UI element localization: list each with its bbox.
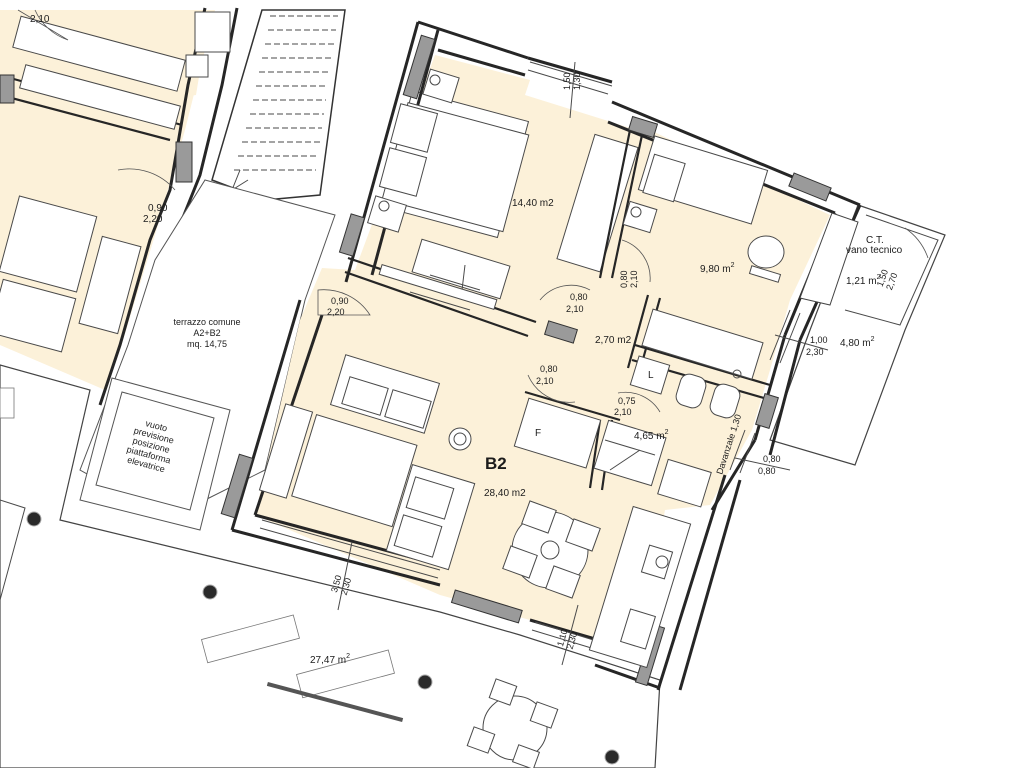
svg-text:0,80: 0,80 — [763, 454, 781, 464]
room-area-terrace: 27,47 m2 — [310, 653, 350, 666]
room-area-bathroom: 4,65 m2 — [634, 429, 669, 442]
svg-text:0,80: 0,80 — [540, 364, 558, 374]
svg-text:2,10: 2,10 — [629, 270, 639, 288]
common-terrace-units: A2+B2 — [193, 328, 220, 338]
svg-text:1,00: 1,00 — [810, 335, 828, 345]
dim-bedroom2-door: 0,80 2,10 — [619, 270, 639, 288]
svg-text:2,20: 2,20 — [143, 214, 163, 225]
svg-text:1,50: 1,50 — [562, 72, 572, 90]
svg-text:0,80: 0,80 — [758, 466, 776, 476]
laundry-label: L — [648, 370, 654, 381]
lamp-icon — [604, 749, 620, 765]
lamp-icon — [202, 584, 218, 600]
dining-table — [502, 500, 601, 599]
room-area-technical: 1,21 m2 — [846, 274, 881, 287]
lift-void: vuoto previsione posizione piattaforma e… — [79, 377, 231, 531]
svg-text:0,80: 0,80 — [570, 292, 588, 302]
room-area-balcony: 4,80 m2 — [840, 336, 875, 349]
dim-left-door: 0,90 2,20 — [143, 203, 168, 225]
room-area-bedroom-main: 14,40 m2 — [512, 198, 554, 209]
dim-bathroom-window: 0,80 0,80 — [758, 454, 781, 476]
svg-text:1,30: 1,30 — [572, 72, 582, 90]
stairs — [211, 9, 346, 201]
lamp-icon — [26, 511, 42, 527]
room-area-bedroom-second: 9,80 m2 — [700, 262, 735, 275]
technical-room-title: C.T. — [866, 235, 884, 246]
svg-text:2,10: 2,10 — [614, 407, 632, 417]
outdoor-table — [466, 678, 559, 768]
svg-text:0,90: 0,90 — [148, 203, 168, 214]
svg-text:1,10: 1,10 — [555, 628, 569, 648]
room-labels: 14,40 m2 9,80 m2 2,70 m2 4,65 m2 B2 28,4… — [484, 198, 735, 499]
common-terrace-area: mq. 14,75 — [187, 339, 227, 349]
armchair — [385, 463, 476, 571]
sofa — [329, 354, 441, 434]
svg-text:0,90: 0,90 — [331, 296, 349, 306]
svg-text:2,30: 2,30 — [565, 631, 579, 651]
bottom-terrace: 27,47 m2 — [0, 364, 661, 768]
wardrobe-label: F — [535, 428, 541, 439]
svg-text:3,50: 3,50 — [329, 574, 343, 594]
dim-hall-door: 0,80 2,10 — [536, 364, 558, 386]
svg-text:2,10: 2,10 — [566, 304, 584, 314]
room-area-living: 28,40 m2 — [484, 488, 526, 499]
kitchen — [588, 505, 692, 669]
door-swings — [317, 239, 661, 413]
technical-room-subtitle: vano tecnico — [846, 245, 903, 256]
unit-name: B2 — [485, 454, 507, 473]
furniture: L F — [258, 68, 785, 669]
dim-top-left-door: 2,10 — [30, 14, 50, 25]
dim-entry-door: 0,90 2,20 — [327, 296, 349, 317]
common-terrace-label: terrazzo comune — [173, 317, 240, 327]
right-balcony: 4,80 m2 — [769, 204, 946, 466]
technical-room: C.T. vano tecnico 1,21 m2 — [799, 212, 903, 306]
double-bed — [378, 102, 530, 233]
dim-living-window-right: 1,10 2,30 — [555, 628, 579, 650]
svg-text:2,10: 2,10 — [536, 376, 554, 386]
dim-bedroom1-door: 0,80 2,10 — [566, 292, 588, 314]
svg-text:0,80: 0,80 — [619, 270, 629, 288]
dim-bathroom-door: 0,75 2,10 — [614, 396, 636, 417]
svg-text:2,20: 2,20 — [327, 307, 345, 317]
svg-text:0,75: 0,75 — [618, 396, 636, 406]
lamp-icon — [417, 674, 433, 690]
room-area-hall: 2,70 m2 — [595, 335, 632, 346]
svg-text:2,10: 2,10 — [30, 14, 50, 25]
neighbour-unit: 2,10 0,90 2,20 — [0, 7, 239, 411]
dim-bedroom-window: 1,50 1,30 — [562, 72, 582, 90]
dim-bedroom2-window: 1,00 2,30 — [806, 335, 828, 357]
svg-text:2,30: 2,30 — [806, 347, 824, 357]
